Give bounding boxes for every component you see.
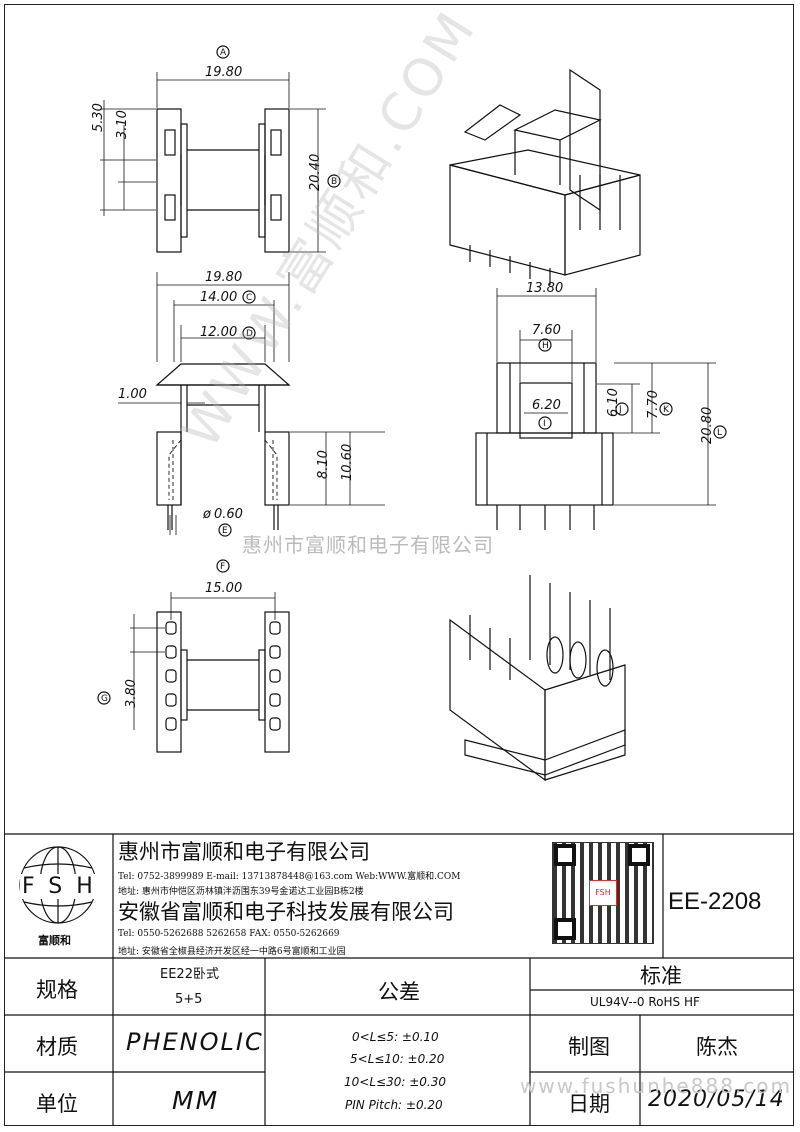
qr-center-logo: FSH [589, 880, 617, 906]
company2-address: 地址: 安徽省全椒县经济开发区经一中路6号富顺和工业园 [118, 947, 346, 957]
side-view [475, 362, 614, 530]
company2-tel: Tel: 0550-5262688 5262658 FAX: 0550-5262… [118, 929, 340, 939]
dim-k: 7.70 [646, 390, 661, 419]
qr-finder-bl [554, 918, 576, 940]
company1-name: 惠州市富顺和电子有限公司 [118, 840, 370, 864]
dim-b: 20.40 [308, 154, 323, 191]
company2-name: 安徽省富顺和电子科技发展有限公司 [118, 900, 454, 924]
marker-j: J [618, 405, 622, 415]
dim-j: 6.10 [606, 388, 621, 417]
drawing-frame [4, 4, 794, 1126]
dim-310: 3.10 [115, 110, 130, 139]
part-number: EE-2208 [668, 888, 762, 915]
unit-value: MM [172, 1086, 220, 1115]
date-value: 2020/05/14 [648, 1087, 785, 1112]
unit-label: 单位 [36, 1092, 78, 1116]
tolerance-2: 5<L≤10: ±0.20 [350, 1052, 445, 1066]
marker-h: H [542, 341, 549, 351]
dim-c: 14.00 [200, 290, 237, 305]
dim-f: 15.00 [205, 581, 242, 596]
company1-address: 地址: 惠州市仲恺区沥林镇泮沥围东39号金诺达工业园B栋2楼 [118, 887, 364, 897]
marker-f: F [220, 562, 225, 572]
standard-label: 标准 [640, 964, 682, 988]
dim-e-prefix: ø [202, 507, 212, 522]
iso-view-bottom [449, 575, 626, 782]
qr-finder-tl [554, 844, 576, 866]
dim-g: 3.80 [124, 679, 139, 708]
drawn-value: 陈杰 [696, 1035, 738, 1059]
dim-h: 7.60 [532, 323, 561, 338]
watermark-website: www.fushunhe888.com [520, 1074, 792, 1098]
dim-1380: 13.80 [526, 281, 563, 296]
tolerance-label: 公差 [378, 980, 420, 1004]
spec-value-1: EE22卧式 [160, 967, 219, 982]
watermark-center: 惠州市富顺和电子有限公司 [242, 533, 494, 557]
dim-l: 20.80 [700, 407, 715, 444]
material-label: 材质 [36, 1035, 78, 1059]
front-view [155, 363, 291, 530]
logo-caption: 富顺和 [38, 934, 71, 947]
dim-530: 5.30 [91, 103, 106, 132]
marker-a: A [220, 48, 227, 58]
technical-drawing: 19.80 A 20.40 B 5.30 3.10 19.80 14.00 C … [91, 45, 727, 782]
marker-g: G [101, 694, 108, 704]
dim-d: 12.00 [200, 325, 237, 340]
dim-e: 0.60 [214, 507, 243, 522]
tolerance-3: 10<L≤30: ±0.30 [344, 1075, 446, 1089]
dim-1060: 10.60 [340, 444, 355, 481]
spec-label: 规格 [36, 978, 78, 1002]
company1-tel: Tel: 0752-3899989 E-mail: 13713878448@16… [118, 872, 461, 882]
bottom-view [156, 611, 290, 753]
drawn-label: 制图 [568, 1035, 610, 1059]
marker-e: E [222, 526, 228, 536]
tolerance-4: PIN Pitch: ±0.20 [345, 1098, 443, 1112]
dim-i: 6.20 [532, 398, 561, 413]
dim-a2: 19.80 [205, 270, 242, 285]
material-value: PHENOLIC [126, 1028, 264, 1056]
standard-value: UL94V--0 RoHS HF [590, 995, 700, 1009]
tolerance-1: 0<L≤5: ±0.10 [352, 1030, 439, 1044]
marker-c: C [246, 293, 252, 303]
logo-letters: FSH [20, 874, 109, 899]
marker-l: L [717, 428, 722, 438]
qr-finder-tr [628, 844, 650, 866]
top-view [156, 108, 290, 253]
marker-k: K [663, 405, 670, 415]
marker-i: I [543, 419, 546, 429]
iso-view-top [449, 68, 641, 285]
dim-810: 8.10 [316, 450, 331, 479]
spec-value-2: 5+5 [175, 992, 203, 1007]
dim-a: 19.80 [205, 65, 242, 80]
marker-d: D [246, 329, 253, 339]
date-label: 日期 [568, 1092, 610, 1116]
dim-100: 1.00 [118, 387, 147, 402]
marker-b: B [331, 177, 337, 187]
